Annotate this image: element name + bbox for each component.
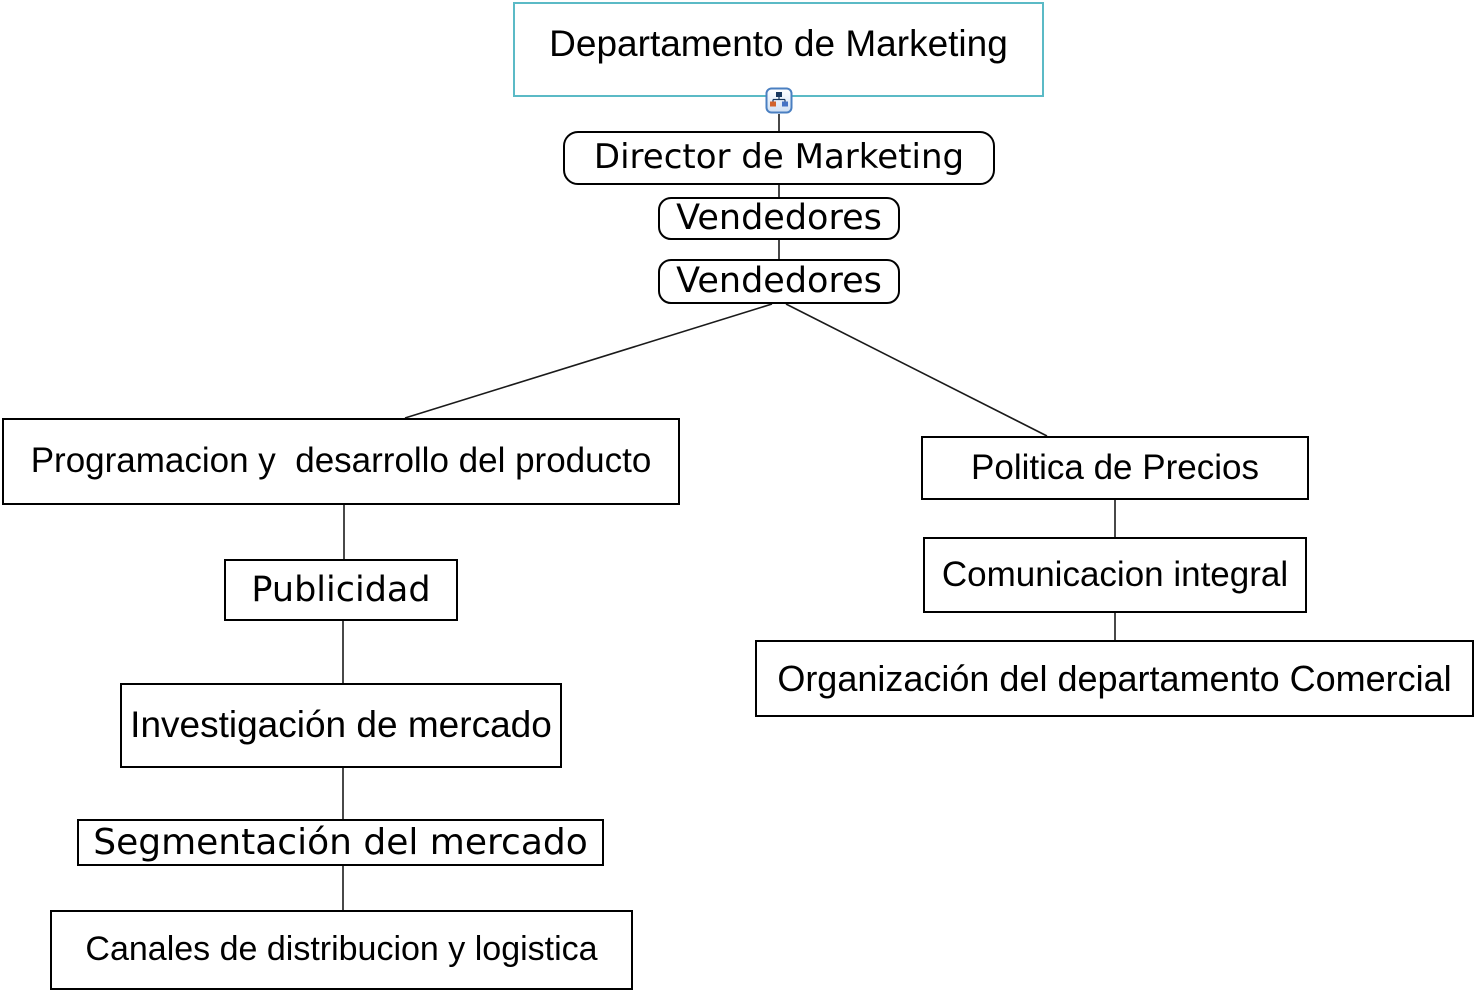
node-label: Publicidad bbox=[251, 569, 431, 610]
node-label: Programacion y desarrollo del producto bbox=[30, 441, 652, 481]
node-vendedores-2[interactable]: Vendedores bbox=[658, 259, 900, 304]
node-director-de-marketing[interactable]: Director de Marketing bbox=[563, 131, 995, 185]
node-label: Investigación de mercado bbox=[130, 704, 552, 746]
node-investigacion-de-mercado[interactable]: Investigación de mercado bbox=[120, 683, 562, 768]
node-label: Segmentación del mercado bbox=[93, 821, 588, 863]
node-label: Organización del departamento Comercial bbox=[777, 657, 1452, 699]
node-comunicacion-integral[interactable]: Comunicacion integral bbox=[923, 537, 1307, 613]
node-label: Vendedores bbox=[676, 198, 882, 239]
node-segmentacion-del-mercado[interactable]: Segmentación del mercado bbox=[77, 819, 604, 866]
node-canales-de-distribucion-y-logistica[interactable]: Canales de distribucion y logistica bbox=[50, 910, 633, 990]
node-organizacion-del-departamento-comercial[interactable]: Organización del departamento Comercial bbox=[755, 640, 1474, 717]
node-politica-de-precios[interactable]: Politica de Precios bbox=[921, 436, 1309, 500]
node-publicidad[interactable]: Publicidad bbox=[224, 559, 458, 621]
node-label: Comunicacion integral bbox=[941, 554, 1289, 594]
node-label: Director de Marketing bbox=[593, 137, 965, 178]
node-vendedores-1[interactable]: Vendedores bbox=[658, 197, 900, 240]
node-label: Canales de distribucion y logistica bbox=[85, 930, 598, 969]
org-chart-icon[interactable] bbox=[765, 87, 793, 114]
node-label: Departamento de Marketing bbox=[549, 23, 1008, 65]
node-label: Vendedores bbox=[676, 261, 882, 302]
node-programacion-y-desarrollo-del-producto[interactable]: Programacion y desarrollo del producto bbox=[2, 418, 680, 505]
node-departamento-de-marketing[interactable]: Departamento de Marketing bbox=[513, 2, 1044, 97]
node-label: Politica de Precios bbox=[971, 447, 1259, 487]
